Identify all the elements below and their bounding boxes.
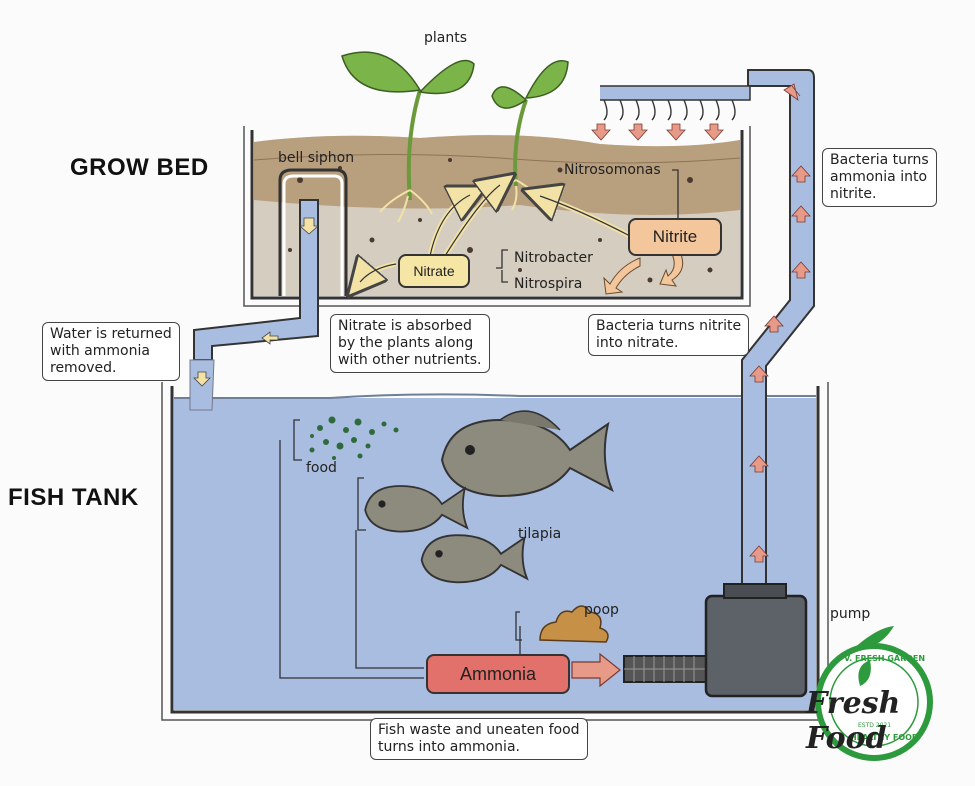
bell-siphon xyxy=(278,168,348,296)
return-flow-arrows xyxy=(193,217,320,387)
nitrobacter-label: Nitrobacter xyxy=(514,250,593,266)
plants-label: plants xyxy=(424,30,468,46)
pump-label: pump xyxy=(830,606,871,622)
fish-tank-brackets xyxy=(279,419,522,679)
tilapia-label: tilapia xyxy=(518,526,562,542)
note-nitrate-absorbed: Nitrate is absorbed by the plants along … xyxy=(330,314,490,373)
logo-year: ESTD 2021 xyxy=(858,722,892,729)
note-water-returned: Water is returned with ammonia removed. xyxy=(42,322,180,381)
ammonia-node: Ammonia xyxy=(426,654,570,694)
fresh-food-logo xyxy=(815,626,933,761)
plants xyxy=(341,51,569,223)
nitrite-node: Nitrite xyxy=(628,218,722,256)
poop-label: poop xyxy=(584,602,619,618)
bell-siphon-label: bell siphon xyxy=(278,150,355,166)
fish-tank-heading: FISH TANK xyxy=(8,484,139,511)
grow-bed-heading: GROW BED xyxy=(70,154,209,181)
flow-arrows xyxy=(591,83,811,563)
nitrospira-label: Nitrospira xyxy=(514,276,583,292)
ammonia-to-pump-arrow xyxy=(571,652,621,688)
logo-ring-bottom: HEALTHY FOOD xyxy=(850,733,919,742)
note-fish-waste: Fish waste and uneaten food turns into a… xyxy=(370,718,588,760)
tilapia-fish xyxy=(364,410,614,584)
nitrite-cycle-arrows xyxy=(603,251,684,295)
food-label: food xyxy=(306,460,337,476)
bacteria-brackets xyxy=(496,169,679,283)
nutrient-flow-outline xyxy=(359,184,631,283)
note-bacteria-nitrite: Bacteria turns ammonia into nitrite. xyxy=(822,148,937,207)
note-bacteria-nitrate: Bacteria turns nitrite into nitrate. xyxy=(588,314,750,356)
fish-food xyxy=(309,416,399,460)
nitrate-node: Nitrate xyxy=(398,254,470,288)
nitrosomonas-label: Nitrosomonas xyxy=(564,162,661,178)
logo-ring-top: V. FRESH GARDEN xyxy=(844,654,926,663)
pump xyxy=(623,583,808,698)
logo-brand: Fresh Food xyxy=(806,686,901,756)
spray-curls xyxy=(603,99,736,121)
poop xyxy=(539,605,609,643)
